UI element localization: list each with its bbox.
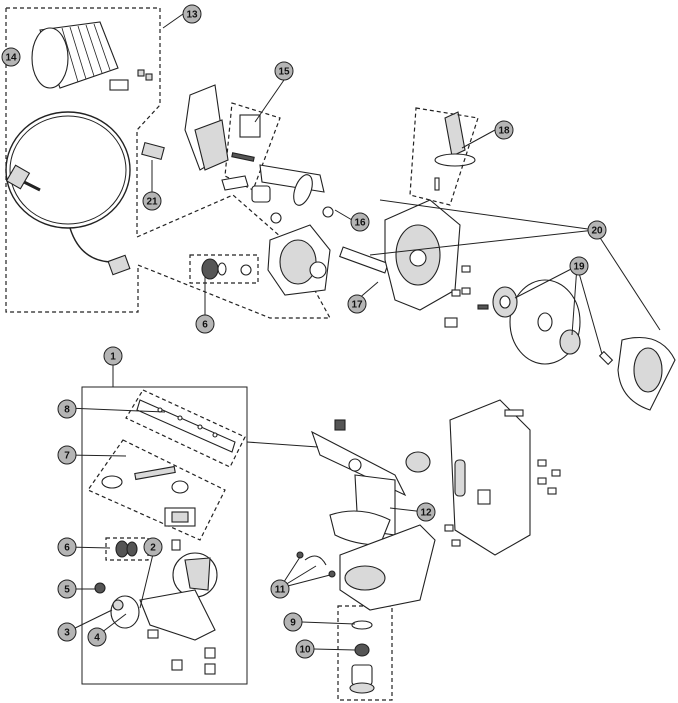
callout-5: 5 bbox=[57, 579, 77, 599]
knob-group-outline bbox=[337, 605, 393, 701]
callout-5-label: 5 bbox=[64, 585, 70, 596]
motor-group-outline bbox=[5, 7, 332, 319]
callout-7-label: 7 bbox=[64, 451, 70, 462]
wheel-guard bbox=[617, 336, 676, 411]
sliding-base bbox=[296, 524, 436, 611]
clamp bbox=[101, 465, 196, 527]
callout-3-label: 3 bbox=[64, 628, 70, 639]
callout-6-top-label: 6 bbox=[202, 320, 208, 331]
main-housing bbox=[384, 199, 489, 328]
callout-17: 17 bbox=[347, 294, 367, 314]
callout-10-label: 10 bbox=[299, 645, 311, 656]
carriage-group-outline bbox=[81, 386, 248, 685]
callout-1: 1 bbox=[103, 346, 123, 366]
motor bbox=[31, 21, 153, 91]
callout-8-label: 8 bbox=[64, 405, 70, 416]
callout-19: 19 bbox=[569, 256, 589, 276]
callout-4-label: 4 bbox=[94, 633, 100, 644]
callout-12: 12 bbox=[416, 502, 436, 522]
callout-18-label: 18 bbox=[498, 126, 510, 137]
gear-lower bbox=[115, 540, 138, 558]
grinding-wheel bbox=[492, 279, 614, 366]
adjuster-assembly bbox=[409, 107, 479, 206]
callout-16: 16 bbox=[350, 212, 370, 232]
callout-11-label: 11 bbox=[275, 585, 286, 596]
motor-housing bbox=[141, 84, 334, 224]
callout-19-label: 19 bbox=[573, 262, 585, 273]
callout-6-top: 6 bbox=[195, 314, 215, 334]
callout-18: 18 bbox=[494, 120, 514, 140]
callout-21-label: 21 bbox=[146, 197, 158, 208]
callout-17-label: 17 bbox=[351, 300, 363, 311]
base-plate bbox=[110, 589, 216, 675]
gear-group-outline-top bbox=[189, 254, 259, 284]
callout-1-label: 1 bbox=[110, 352, 116, 363]
rail bbox=[136, 399, 236, 453]
callout-9-label: 9 bbox=[290, 618, 296, 629]
gear-top bbox=[201, 258, 252, 280]
callout-3: 3 bbox=[57, 622, 77, 642]
callout-20-label: 20 bbox=[591, 226, 603, 237]
callout-7: 7 bbox=[57, 445, 77, 465]
carriage-assembly bbox=[311, 419, 431, 546]
callout-6-lower: 6 bbox=[57, 537, 77, 557]
callout-6-lower-label: 6 bbox=[64, 543, 70, 554]
callouts: 13 14 15 18 21 16 20 19 bbox=[1, 4, 607, 659]
callout-8: 8 bbox=[57, 399, 77, 419]
clamp-group-outline bbox=[87, 439, 226, 541]
knob-assembly bbox=[349, 620, 375, 694]
power-cord bbox=[5, 111, 131, 276]
callout-13: 13 bbox=[182, 4, 202, 24]
callout-2: 2 bbox=[143, 537, 163, 557]
callout-4: 4 bbox=[87, 627, 107, 647]
callout-20: 20 bbox=[587, 220, 607, 240]
callout-12-label: 12 bbox=[420, 508, 432, 519]
callout-15: 15 bbox=[274, 61, 294, 81]
callout-14-label: 14 bbox=[5, 53, 17, 64]
parts bbox=[5, 21, 676, 694]
callout-14: 14 bbox=[1, 47, 21, 67]
callout-13-label: 13 bbox=[186, 10, 198, 21]
callout-16-label: 16 bbox=[354, 218, 366, 229]
callout-15-label: 15 bbox=[278, 67, 290, 78]
group-boundaries bbox=[5, 7, 393, 701]
callout-2-label: 2 bbox=[150, 543, 156, 554]
callout-9: 9 bbox=[283, 612, 303, 632]
callout-21: 21 bbox=[142, 191, 162, 211]
spring-washer bbox=[94, 582, 106, 594]
back-housing bbox=[444, 399, 561, 556]
pivot-detail bbox=[171, 539, 218, 598]
callout-11: 11 bbox=[270, 579, 290, 599]
grinder-head bbox=[267, 224, 389, 296]
callout-10: 10 bbox=[295, 639, 315, 659]
